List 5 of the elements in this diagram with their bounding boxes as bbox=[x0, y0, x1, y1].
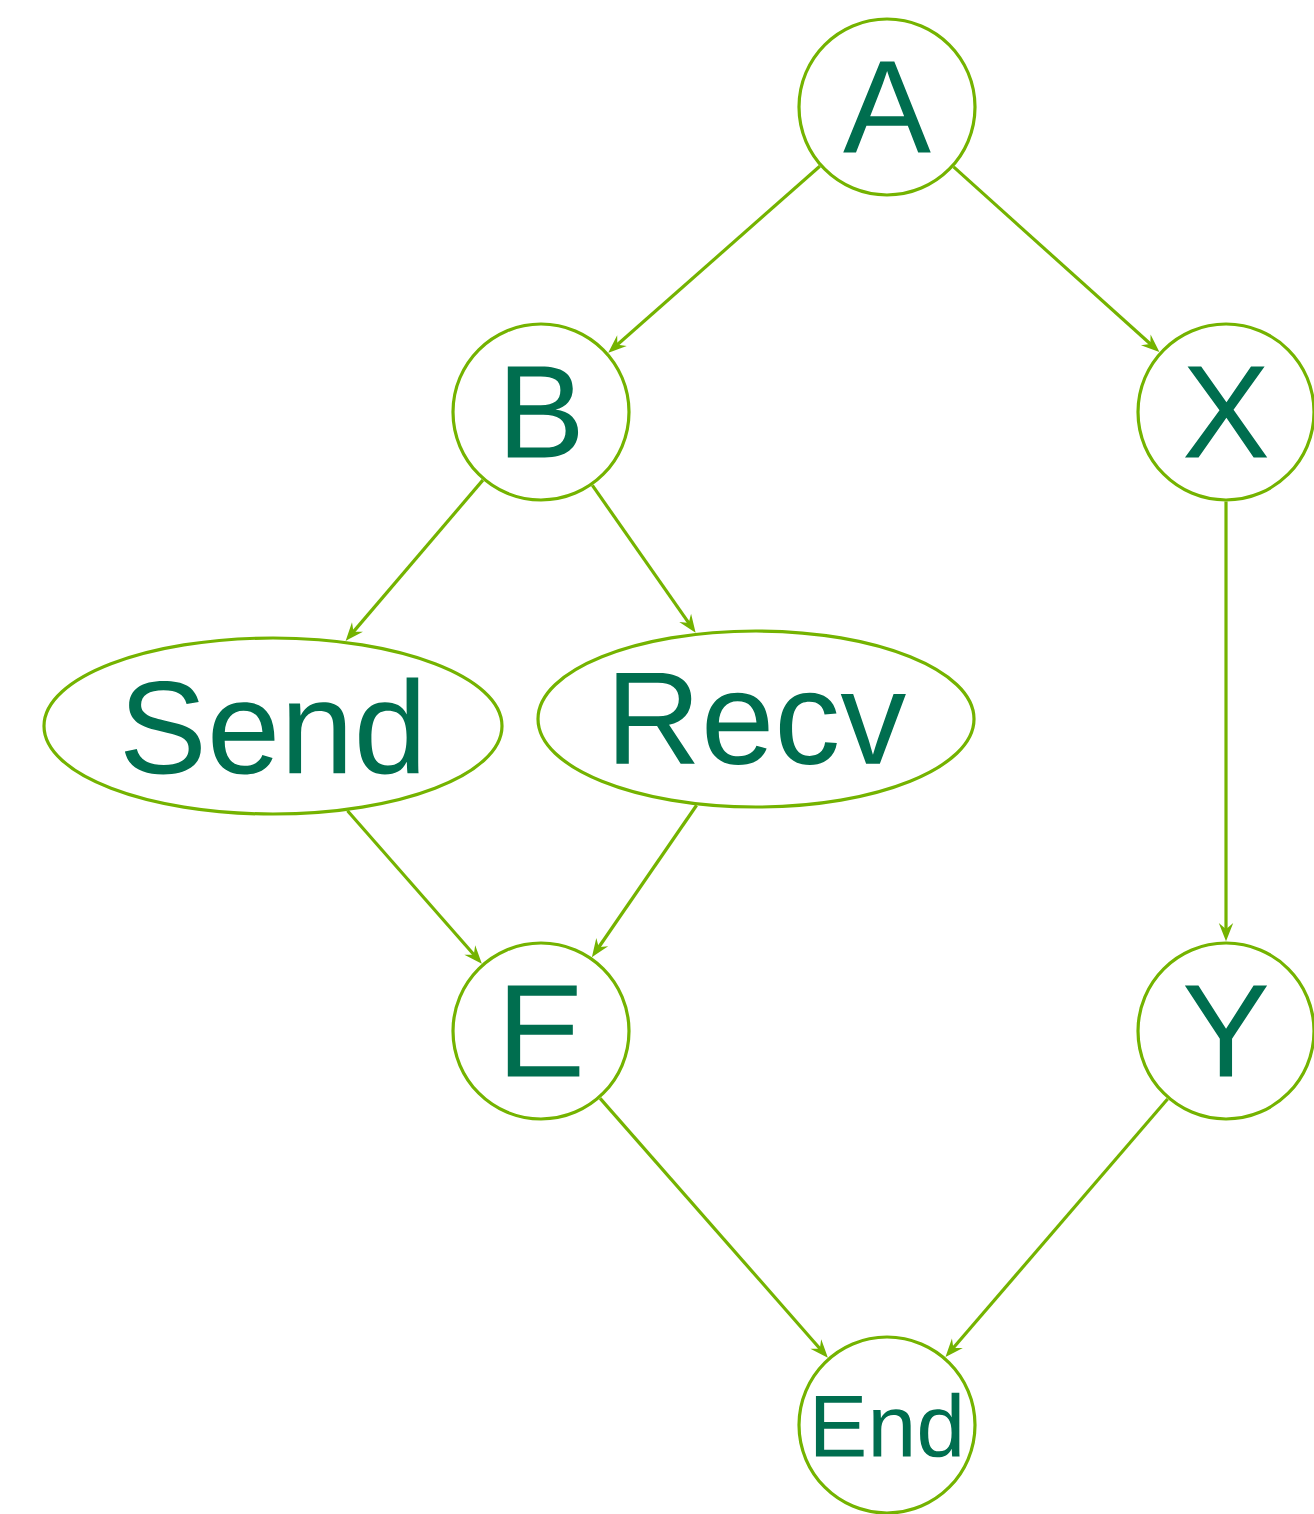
ellipse-node: Send bbox=[42, 636, 504, 816]
circle-node: A bbox=[797, 17, 977, 197]
circle-node: B bbox=[451, 322, 631, 502]
circle-node: E bbox=[451, 941, 631, 1121]
ellipse-node: Recv bbox=[536, 629, 976, 809]
